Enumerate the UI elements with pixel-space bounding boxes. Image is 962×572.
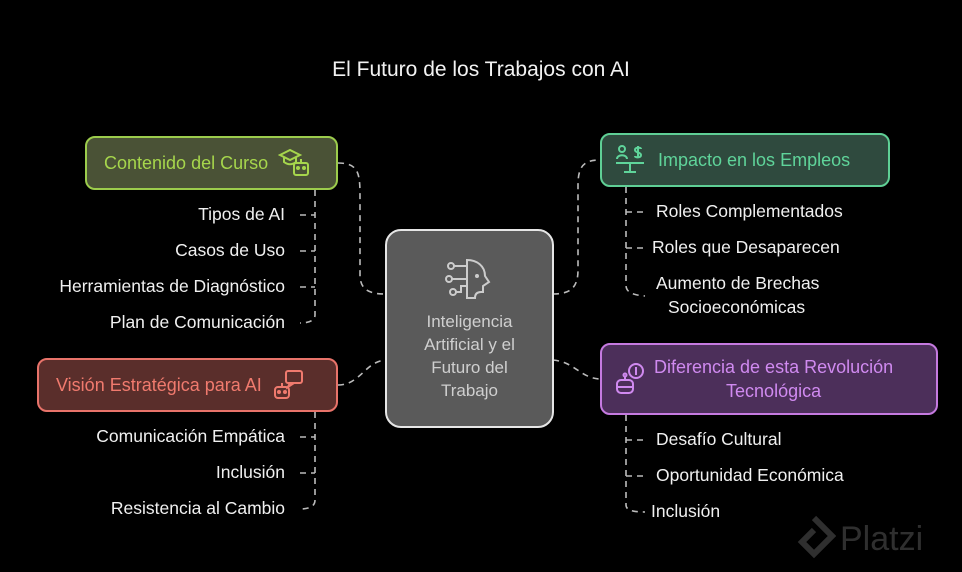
- strategic-vision-node[interactable]: Visión Estratégica para AI: [37, 358, 338, 412]
- course-item: Herramientas de Diagnóstico: [59, 276, 285, 296]
- difference-item: Inclusión: [651, 501, 721, 521]
- platzi-logo-icon: [797, 515, 836, 559]
- ai-head-icon: [444, 258, 490, 299]
- strategic-vision-label: Visión Estratégica para AI: [56, 374, 262, 395]
- platzi-watermark: Platzi: [792, 514, 923, 564]
- graduation-robot-icon: [278, 148, 310, 176]
- revolution-difference-label-1: Diferencia de esta Revolución: [654, 357, 894, 377]
- revolution-difference-label-2: Tecnológica: [726, 381, 822, 401]
- vision-item: Comunicación Empática: [96, 426, 285, 446]
- impact-item: Roles Complementados: [656, 201, 843, 221]
- vision-item: Inclusión: [215, 462, 285, 482]
- center-label-2: Artificial y el: [424, 334, 515, 354]
- vision-item: Resistencia al Cambio: [110, 498, 285, 518]
- job-impact-node[interactable]: Impacto en los Empleos: [600, 133, 890, 187]
- difference-item: Desafío Cultural: [656, 429, 782, 449]
- robot-chat-icon: [273, 370, 303, 399]
- course-item: Casos de Uso: [175, 240, 285, 260]
- course-content-label: Contenido del Curso: [104, 152, 269, 173]
- diagram-title: El Futuro de los Trabajos con AI: [332, 58, 630, 81]
- course-content-node[interactable]: Contenido del Curso: [85, 136, 338, 190]
- impact-item: Socioeconómicas: [668, 297, 806, 317]
- job-impact-label: Impacto en los Empleos: [658, 149, 851, 170]
- robot-coin-icon: [616, 363, 644, 394]
- impact-item: Aumento de Brechas: [656, 273, 820, 293]
- revolution-difference-node[interactable]: Diferencia de esta Revolución Tecnológic…: [600, 343, 938, 415]
- platzi-wordmark: Platzi: [840, 519, 924, 558]
- difference-item: Oportunidad Económica: [656, 465, 844, 485]
- course-item: Plan de Comunicación: [109, 312, 285, 332]
- center-label-4: Trabajo: [440, 380, 498, 400]
- impact-item: Roles que Desaparecen: [652, 237, 840, 257]
- center-node[interactable]: Inteligencia Artificial y el Futuro del …: [385, 229, 554, 428]
- center-label-1: Inteligencia: [426, 311, 513, 331]
- center-label-3: Futuro del: [431, 357, 508, 377]
- course-item: Tipos de AI: [198, 204, 285, 224]
- person-money-scale-icon: [616, 145, 644, 173]
